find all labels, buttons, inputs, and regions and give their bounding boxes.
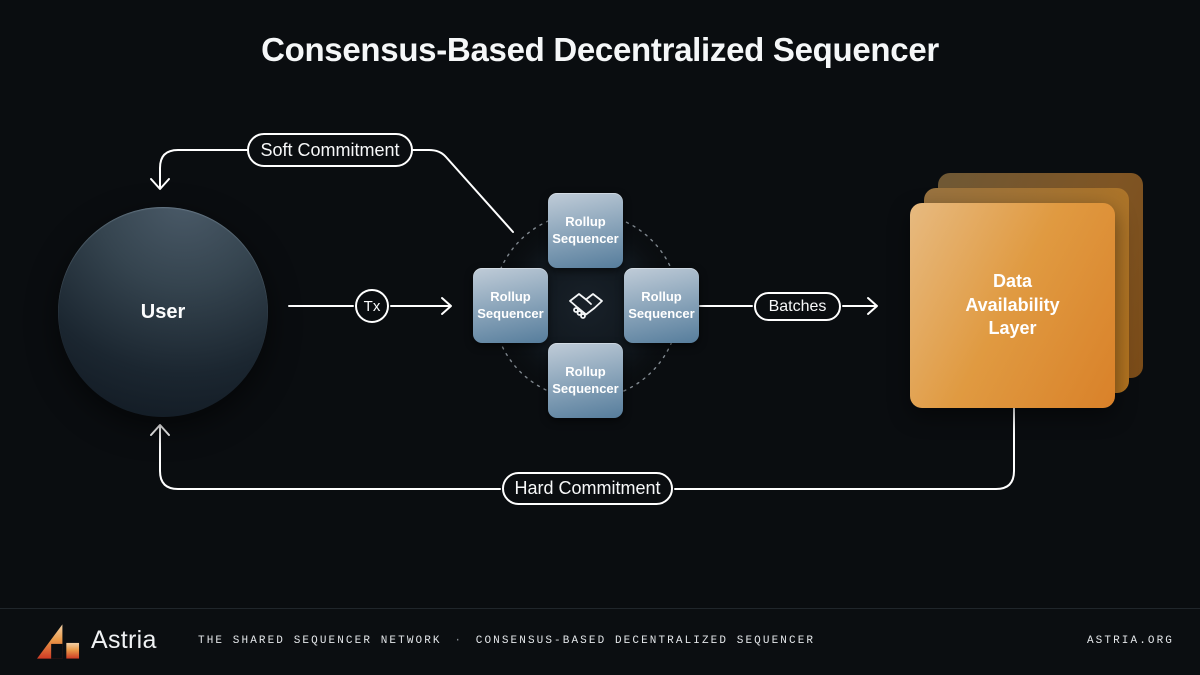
rollup-sequencer-label: Rollup Sequencer <box>552 363 619 396</box>
rollup-sequencer-node-right: Rollup Sequencer <box>624 268 699 343</box>
user-node: User <box>58 207 268 417</box>
brand-wordmark: Astria <box>91 626 157 654</box>
hard-commitment-line-left <box>159 426 501 490</box>
arrow-head-right-icon <box>867 297 878 315</box>
hard-commitment-line-right <box>674 407 1015 490</box>
rollup-sequencer-label: Rollup Sequencer <box>477 288 544 321</box>
batches-badge: Batches <box>754 292 841 321</box>
user-label: User <box>140 300 186 323</box>
arrow-head-down-icon <box>150 178 170 190</box>
batches-label: Batches <box>768 297 827 315</box>
hard-commitment-badge: Hard Commitment <box>502 472 673 505</box>
rollup-sequencer-label: Rollup Sequencer <box>552 213 619 246</box>
footer-bar: Astria THE SHARED SEQUENCER NETWORK · CO… <box>0 608 1200 675</box>
da-layer-label: Data Availability Layer <box>965 271 1060 339</box>
hard-commitment-label: Hard Commitment <box>514 478 661 498</box>
rollup-sequencer-node-top: Rollup Sequencer <box>548 193 623 268</box>
footer-tagline: THE SHARED SEQUENCER NETWORK · CONSENSUS… <box>198 635 815 647</box>
page-title: Consensus-Based Decentralized Sequencer <box>261 31 939 68</box>
da-layer-node: Data Availability Layer <box>910 203 1115 408</box>
website-link[interactable]: ASTRIA.ORG <box>1086 635 1174 647</box>
rollup-sequencer-node-left: Rollup Sequencer <box>473 268 548 343</box>
rollup-sequencer-label: Rollup Sequencer <box>628 288 695 321</box>
tx-badge: Tx <box>355 289 389 323</box>
soft-commitment-badge: Soft Commitment <box>247 133 413 167</box>
rollup-sequencer-node-bottom: Rollup Sequencer <box>548 343 623 418</box>
tx-label: Tx <box>363 297 381 315</box>
footer-separator: · <box>454 635 464 647</box>
footer-network-label: THE SHARED SEQUENCER NETWORK <box>198 635 442 647</box>
arrow-head-up-icon <box>150 424 170 436</box>
handshake-icon <box>569 293 603 319</box>
arrow-head-right-icon <box>441 297 452 315</box>
footer-subtitle: CONSENSUS-BASED DECENTRALIZED SEQUENCER <box>475 635 816 647</box>
soft-commitment-label: Soft Commitment <box>260 139 400 160</box>
astria-logo-icon <box>37 624 80 659</box>
diagram-canvas: Consensus-Based Decentralized Sequencer <box>58 31 1143 505</box>
soft-commitment-line-right <box>412 149 514 233</box>
soft-commitment-arrow-left <box>159 149 248 188</box>
